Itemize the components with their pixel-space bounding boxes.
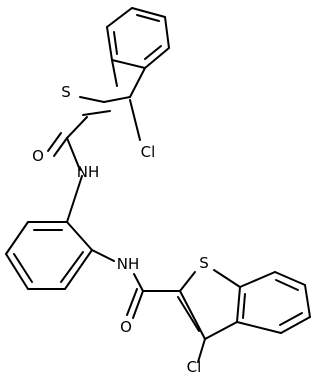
bond — [304, 284, 311, 318]
bond — [144, 47, 170, 69]
bond — [111, 59, 118, 87]
bond — [136, 14, 160, 22]
bond — [111, 59, 146, 69]
bond — [279, 312, 303, 326]
bond — [239, 271, 276, 288]
bond — [91, 249, 115, 262]
sulfur-label-bottom: S — [199, 254, 209, 272]
bond — [66, 175, 83, 223]
bond — [236, 286, 241, 323]
oxygen-label-bottom: O — [120, 318, 132, 336]
bond — [164, 16, 170, 49]
bond — [179, 290, 206, 340]
bond — [66, 116, 88, 139]
bond — [274, 271, 306, 286]
bond — [79, 96, 105, 103]
bond — [13, 253, 33, 283]
bond — [197, 338, 206, 363]
oxygen-label-top: O — [32, 147, 44, 165]
bond — [179, 271, 196, 292]
bond — [5, 221, 29, 255]
bond — [280, 316, 311, 334]
bond — [53, 137, 68, 157]
bond — [103, 96, 131, 103]
bond — [106, 26, 113, 61]
bond — [113, 31, 118, 55]
bond — [66, 137, 81, 171]
atom-labels: S Cl O NH NH S O Cl — [32, 83, 209, 376]
bond — [133, 273, 144, 292]
bond — [144, 45, 162, 60]
bond — [242, 293, 246, 319]
sulfur-label-top: S — [61, 83, 71, 101]
nh-label-top: NH — [77, 163, 100, 181]
bond — [236, 321, 282, 334]
bond — [213, 269, 241, 288]
bond — [64, 249, 93, 290]
bond — [129, 99, 141, 141]
bond — [132, 290, 144, 319]
bond — [131, 7, 166, 18]
chlorine-label-bottom: Cl — [187, 358, 202, 376]
bond — [129, 67, 146, 98]
bond — [47, 132, 62, 152]
bond — [204, 321, 238, 340]
nh-label-bottom: NH — [117, 255, 140, 273]
bond — [126, 288, 138, 316]
bond — [66, 221, 93, 251]
bond — [60, 251, 84, 283]
bond — [5, 253, 29, 290]
bond — [106, 7, 133, 28]
bonds — [5, 7, 311, 363]
bond — [177, 296, 200, 332]
bond — [82, 110, 111, 116]
bond — [275, 279, 299, 291]
chlorine-label-top: Cl — [141, 143, 156, 161]
